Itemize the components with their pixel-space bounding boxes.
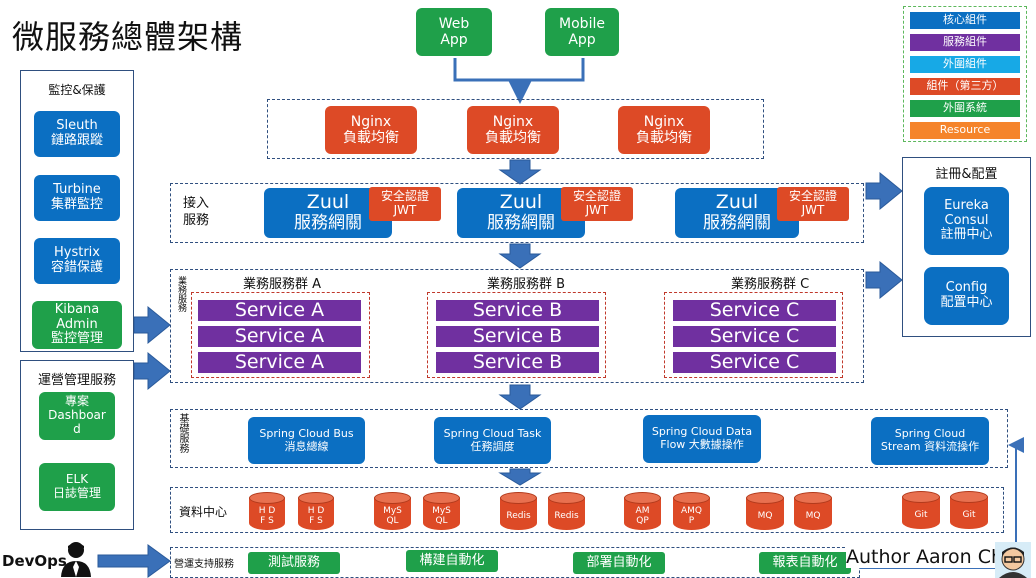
- nginx-layer: Nginx 負載均衡 Nginx 負載均衡 Nginx 負載均衡: [267, 99, 764, 159]
- service-c-2: Service C: [673, 325, 836, 347]
- author-feedback-line: [860, 437, 1024, 569]
- foundation-layer-label: 基礎服務: [177, 413, 188, 453]
- page-title: 微服務總體架構: [12, 18, 244, 56]
- access-layer-label: 接入 服務: [183, 196, 210, 228]
- legend-item-service: 服務組件: [910, 34, 1020, 51]
- legend: 核心組件 服務組件 外圍組件 組件（第三方） 外圍系統 Resource: [903, 6, 1027, 142]
- service-a-1: Service A: [198, 299, 361, 321]
- service-c-3: Service C: [673, 351, 836, 373]
- web-app-box: Web App: [416, 8, 492, 56]
- foundation-layer: 基礎服務 Spring Cloud Bus 消息總線 Spring Cloud …: [170, 409, 1008, 468]
- nginx-box-1: Nginx 負載均衡: [325, 106, 417, 154]
- down-arrow-4: [498, 468, 542, 486]
- mysql-db-1: MyS QL: [374, 492, 411, 530]
- registry-panel: 註冊&配置 Eureka Consul 註冊中心 Config 配置中心: [902, 157, 1031, 337]
- mobile-app-box: Mobile App: [545, 8, 619, 56]
- right-arrow-2: [865, 260, 903, 300]
- service-b-3: Service B: [436, 351, 599, 373]
- spring-cloud-bus-box: Spring Cloud Bus 消息總線: [248, 417, 365, 464]
- test-service-box: 測試服務: [248, 552, 340, 574]
- down-arrow-3: [498, 384, 542, 410]
- access-layer: 接入 服務 Zuul 服務網關 安全認證 JWT Zuul 服務網關 安全認證 …: [170, 183, 864, 243]
- zuul-title: Zuul: [715, 191, 759, 214]
- monitor-panel: 監控&保護 Sleuth 鏈路跟蹤 Turbine 集群監控 Hystrix 容…: [20, 70, 134, 352]
- legend-item-third-party: 組件（第三方）: [910, 78, 1020, 95]
- service-c-1: Service C: [673, 299, 836, 321]
- zuul-subtitle: 服務網關: [294, 213, 362, 234]
- mysql-db-2: MyS QL: [423, 492, 460, 530]
- business-layer-label: 業務服務: [176, 276, 186, 312]
- config-center-box: Config 配置中心: [924, 267, 1009, 325]
- ops-title: 運營管理服務: [37, 373, 116, 388]
- data-center-layer: 資料中心 H D F S H D F S MyS QL MyS QL Redis…: [170, 487, 1004, 533]
- kibana-admin-box: Kibana Admin 監控管理: [32, 301, 122, 349]
- mq-db-2: MQ: [794, 492, 832, 530]
- down-arrow-2: [498, 243, 542, 269]
- hdfs-db-2: H D F S: [298, 492, 334, 530]
- business-layer: 業務服務 業務服務群 A Service A Service A Service…: [170, 269, 864, 383]
- elk-box: ELK 日誌管理: [39, 463, 115, 511]
- amqp-db-1: AM QP: [624, 492, 661, 530]
- amqp-db-2: AMQ P: [673, 492, 710, 530]
- user-icon: [61, 542, 91, 577]
- deploy-automation-box: 部署自動化: [573, 552, 665, 574]
- hystrix-box: Hystrix 容錯保護: [34, 238, 120, 284]
- service-b-2: Service B: [436, 325, 599, 347]
- hdfs-db-1: H D F S: [249, 492, 285, 530]
- eureka-registry-box: Eureka Consul 註冊中心: [924, 187, 1009, 255]
- sleuth-box: Sleuth 鏈路跟蹤: [34, 111, 120, 157]
- devops-label: DevOps: [2, 552, 67, 570]
- client-connector: [453, 58, 585, 98]
- redis-db-1: Redis: [500, 492, 537, 530]
- ops-panel: 運營管理服務 專案 Dashboar d ELK 日誌管理: [20, 360, 134, 530]
- legend-item-core: 核心組件: [910, 12, 1020, 29]
- build-automation-box: 構建自動化: [406, 550, 498, 572]
- monitor-arrow: [133, 305, 171, 345]
- down-arrow-1: [498, 159, 542, 185]
- legend-item-resource: Resource: [910, 122, 1020, 139]
- nginx-box-2: Nginx 負載均衡: [467, 106, 559, 154]
- git-repo-2: Git: [950, 491, 988, 529]
- report-automation-box: 報表自動化: [759, 552, 851, 574]
- service-a-3: Service A: [198, 351, 361, 373]
- mq-db-1: MQ: [746, 492, 784, 530]
- jwt-auth-1: 安全認證 JWT: [369, 187, 441, 221]
- jwt-auth-3: 安全認證 JWT: [777, 187, 849, 221]
- author-label: Author Aaron Ch: [846, 546, 996, 568]
- dashboard-box: 專案 Dashboar d: [39, 392, 115, 440]
- spring-cloud-stream-box: Spring Cloud Stream 資料流操作: [871, 417, 989, 465]
- service-a-2: Service A: [198, 325, 361, 347]
- ops-support-layer: 營運支持服務 測試服務 構建自動化 部署自動化 報表自動化: [170, 547, 860, 578]
- group-a-title: 業務服務群 A: [243, 277, 322, 292]
- devops-arrow: [97, 544, 171, 578]
- data-center-label: 資料中心: [179, 505, 228, 519]
- ops-arrow: [133, 351, 171, 391]
- service-group-c: Service C Service C Service C: [664, 292, 843, 378]
- zuul-subtitle: 服務網關: [487, 213, 555, 234]
- registry-title: 註冊&配置: [935, 167, 998, 182]
- group-c-title: 業務服務群 C: [731, 277, 810, 292]
- author-avatar: [995, 542, 1031, 578]
- zuul-title: Zuul: [306, 191, 350, 214]
- legend-item-peripheral: 外圍組件: [910, 56, 1020, 73]
- zuul-subtitle: 服務網關: [703, 213, 771, 234]
- spring-cloud-task-box: Spring Cloud Task 任務調度: [434, 417, 551, 464]
- zuul-title: Zuul: [499, 191, 543, 214]
- monitor-title: 監控&保護: [48, 83, 106, 97]
- group-b-title: 業務服務群 B: [487, 277, 566, 292]
- jwt-auth-2: 安全認證 JWT: [561, 187, 633, 221]
- nginx-box-3: Nginx 負載均衡: [618, 106, 710, 154]
- git-repo-1: Git: [902, 491, 940, 529]
- turbine-box: Turbine 集群監控: [34, 175, 120, 221]
- spring-cloud-dataflow-box: Spring Cloud Data Flow 大數據操作: [643, 415, 761, 463]
- service-b-1: Service B: [436, 299, 599, 321]
- service-group-a: Service A Service A Service A: [191, 292, 370, 378]
- right-arrow-1: [865, 171, 903, 211]
- service-group-b: Service B Service B Service B: [427, 292, 606, 378]
- ops-support-label: 營運支持服務: [174, 559, 234, 570]
- legend-item-external: 外圍系統: [910, 100, 1020, 117]
- redis-db-2: Redis: [548, 492, 585, 530]
